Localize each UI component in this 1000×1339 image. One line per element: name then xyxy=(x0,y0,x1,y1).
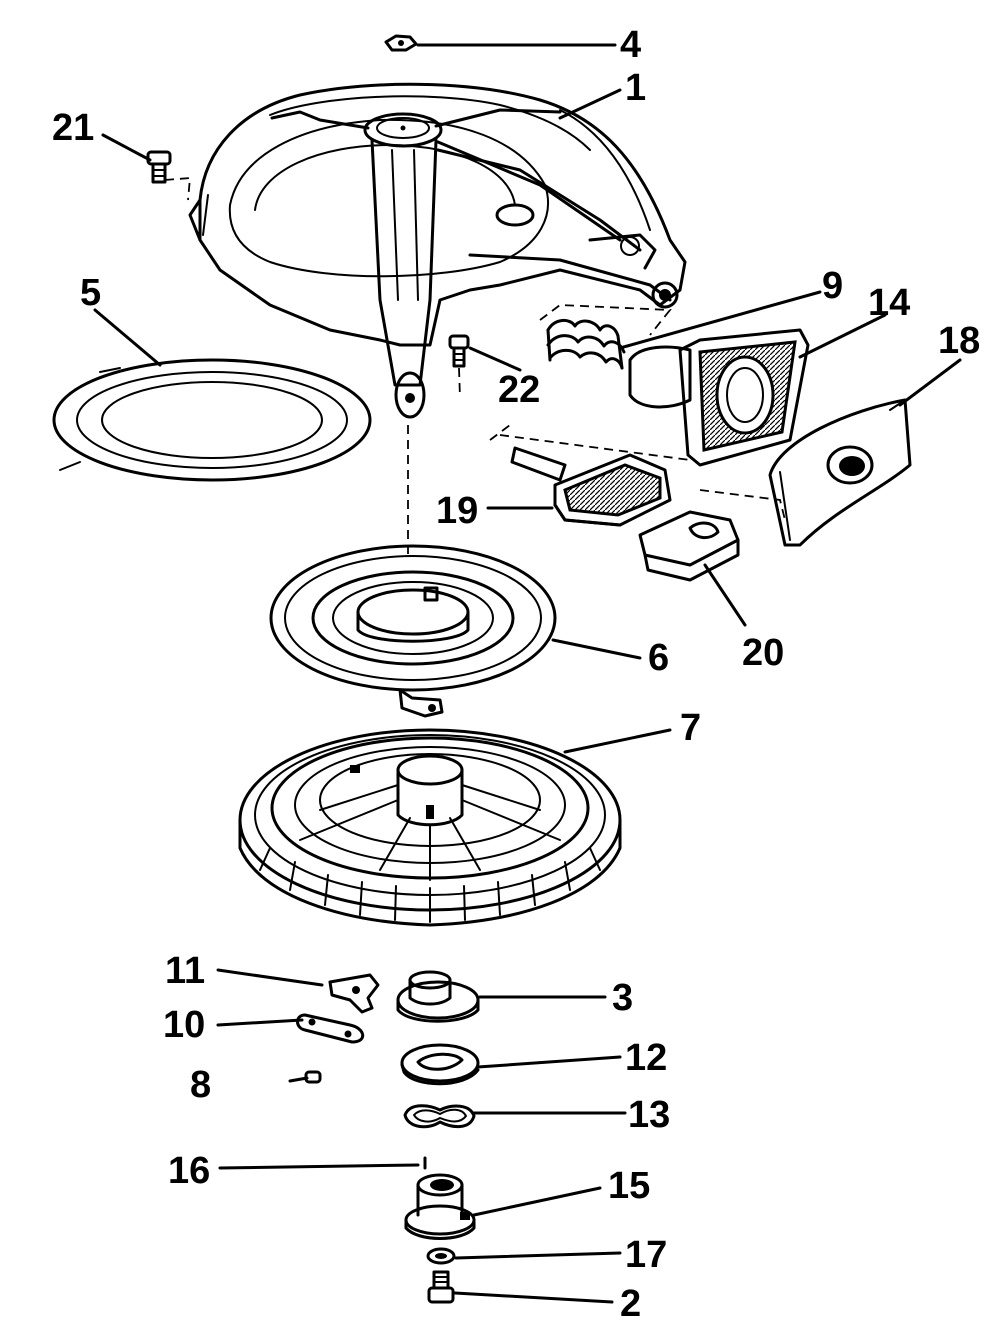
part-11-pawl xyxy=(328,973,380,1014)
callout-15: 15 xyxy=(608,1165,650,1207)
callout-19: 19 xyxy=(436,490,478,532)
callout-labels: 4 1 21 5 9 14 18 22 19 20 6 7 11 10 3 12… xyxy=(52,24,980,1325)
callout-18: 18 xyxy=(938,320,980,362)
part-10-link xyxy=(296,1013,365,1044)
part-8-screw xyxy=(288,1070,322,1084)
callout-4: 4 xyxy=(620,24,641,66)
part-21-screw xyxy=(146,150,191,201)
callout-20: 20 xyxy=(742,632,784,674)
part-14-rope-guide xyxy=(489,328,810,467)
callout-5: 5 xyxy=(80,272,101,314)
callout-11: 11 xyxy=(165,950,205,992)
callout-12: 12 xyxy=(625,1037,667,1079)
part-1-starter-housing xyxy=(188,82,687,419)
callout-10: 10 xyxy=(163,1004,205,1046)
part-9-spring xyxy=(539,304,672,370)
callout-21: 21 xyxy=(52,107,94,149)
part-22-screw xyxy=(448,334,470,399)
callout-9: 9 xyxy=(822,265,843,307)
part-5-starter-rope xyxy=(52,358,372,482)
callout-3: 3 xyxy=(612,977,633,1019)
callout-2: 2 xyxy=(620,1283,641,1325)
callout-8: 8 xyxy=(190,1064,211,1106)
part-13-spring-washer xyxy=(403,1104,476,1129)
callout-7: 7 xyxy=(680,707,701,749)
part-19-starter-handle xyxy=(510,446,672,527)
leader-lines xyxy=(93,43,962,1304)
part-2-bolt xyxy=(427,1270,455,1304)
part-15-retainer xyxy=(404,1173,476,1240)
part-17-washer xyxy=(426,1247,456,1265)
callout-14: 14 xyxy=(868,282,910,324)
part-12-washer xyxy=(400,1043,480,1086)
callout-1: 1 xyxy=(625,67,646,109)
part-7-rope-pulley xyxy=(238,728,622,927)
callout-17: 17 xyxy=(625,1234,667,1276)
part-20-handle-insert xyxy=(638,489,786,582)
callout-6: 6 xyxy=(648,637,669,679)
part-3-bushing xyxy=(396,970,480,1023)
callout-13: 13 xyxy=(628,1094,670,1136)
part-6-rewind-spring xyxy=(269,544,557,718)
callout-22: 22 xyxy=(498,369,540,411)
part-18-cover-plate xyxy=(768,398,912,547)
callout-16: 16 xyxy=(168,1150,210,1192)
part-4-nut xyxy=(384,34,418,52)
